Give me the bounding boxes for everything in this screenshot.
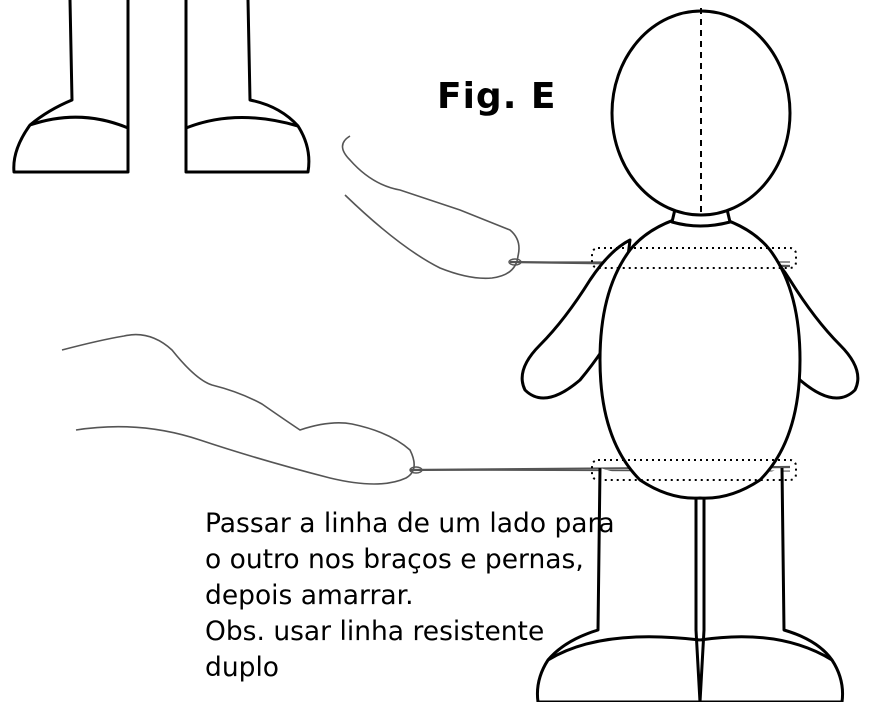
- doll-body: [520, 9, 860, 702]
- doll-torso: [598, 213, 802, 500]
- instruction-line: Passar a linha de um lado para: [205, 508, 615, 539]
- instruction-line: duplo: [205, 652, 280, 683]
- doll-right-leg: [698, 467, 844, 702]
- instruction-line: Obs. usar linha resistente: [205, 616, 545, 647]
- figure-label: Fig. E: [437, 76, 557, 117]
- instruction-line: depois amarrar.: [205, 580, 414, 611]
- partial-doll-legs: [12, 0, 311, 174]
- instruction-line: o outro nos braços e pernas,: [205, 544, 584, 575]
- seam-guides: [591, 8, 797, 481]
- doll-left-leg: [536, 467, 702, 702]
- instructions-text: Passar a linha de um lado para o outro n…: [205, 506, 615, 686]
- arm-tie-dotted-box: [591, 247, 797, 269]
- doll-left-arm: [520, 238, 632, 400]
- leg-tie-dotted-box: [591, 459, 797, 481]
